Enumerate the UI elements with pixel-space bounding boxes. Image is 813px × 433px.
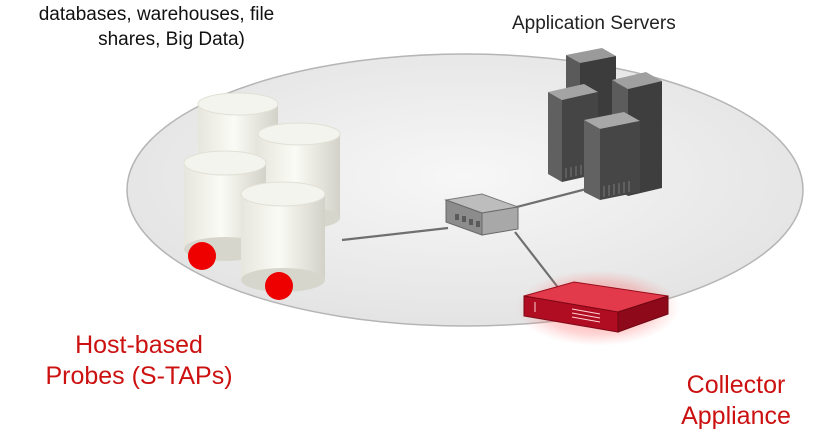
data-sources-label: databases, warehouses, file shares, Big … <box>0 2 343 52</box>
collector-appliance-label-line2: Appliance <box>681 402 791 430</box>
collector-appliance-icon <box>516 270 680 346</box>
collector-appliance-label-line1: Collector <box>686 371 786 399</box>
host-probes-label: Host-based Probes (S-TAPs) <box>34 330 244 392</box>
network-switch-icon <box>444 193 520 236</box>
application-server-cluster <box>548 48 662 200</box>
data-sources-label-line2: shares, Big Data) <box>98 29 245 50</box>
probe-marker-2 <box>265 272 293 300</box>
host-probes-label-line1: Host-based <box>75 331 203 359</box>
database-cluster <box>183 92 341 292</box>
application-servers-label: Application Servers <box>512 13 676 34</box>
data-sources-label-line1: databases, warehouses, file <box>38 4 275 25</box>
probe-marker-1 <box>188 242 216 270</box>
collector-appliance-label: Collector Appliance <box>660 370 812 432</box>
link-switch-to-servers <box>504 184 599 212</box>
link-db-to-switch <box>341 226 449 242</box>
host-probes-label-line2: Probes (S-TAPs) <box>45 362 233 390</box>
server-icon <box>584 112 640 200</box>
